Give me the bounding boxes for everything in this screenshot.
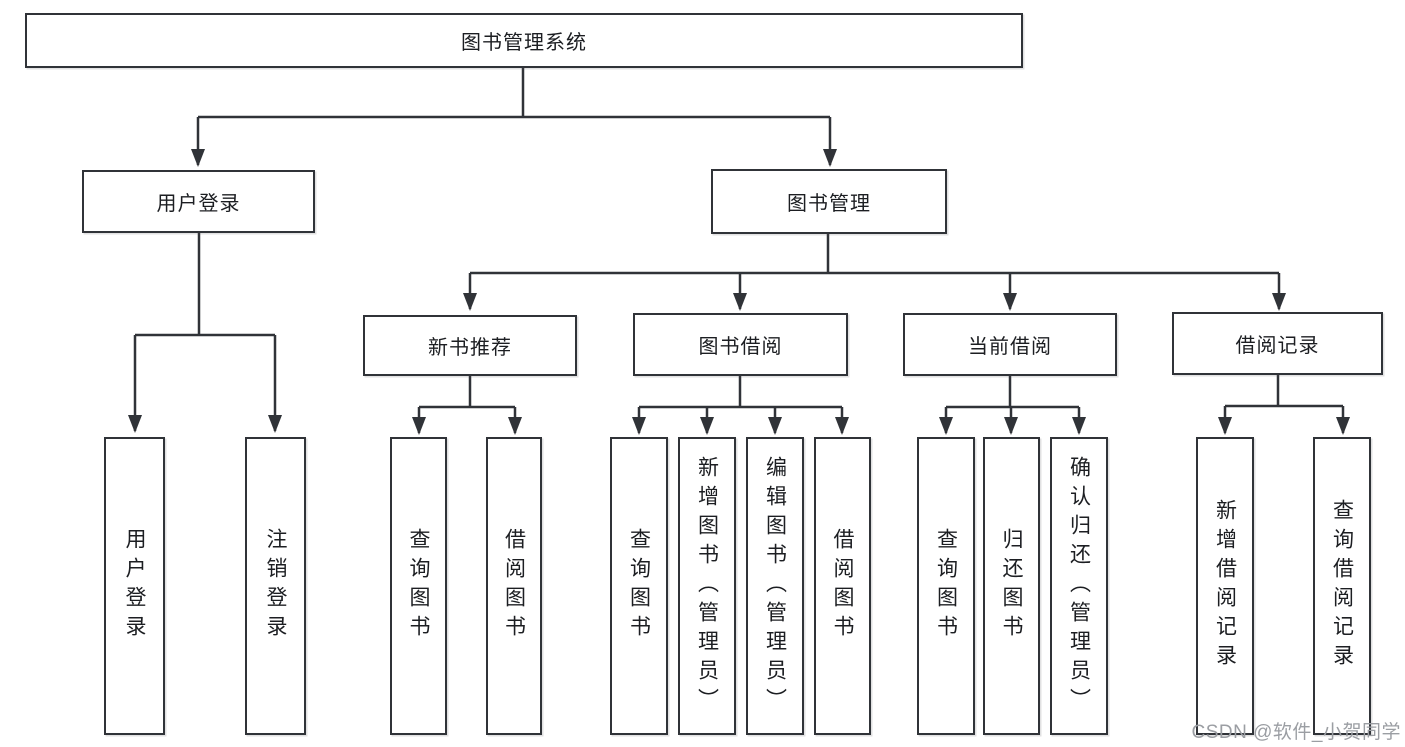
csdn-watermark: CSDN @软件_小贺同学 (1191, 722, 1401, 743)
connector-backbones (135, 66, 1343, 409)
leaf-current-confirm-return-admin: 确认归还（管理员） (1050, 437, 1108, 735)
node-label: 编辑图书（管理员） (763, 455, 787, 717)
leaf-rec-borrow-books: 借阅图书 (486, 437, 542, 735)
node-label: 当前借阅 (968, 336, 1052, 358)
leaf-records-add-record: 新增借阅记录 (1196, 437, 1254, 735)
node-root-system: 图书管理系统 (25, 13, 1023, 68)
node-label: 图书管理 (787, 193, 871, 215)
node-label: 注销登录 (264, 528, 287, 644)
leaf-borrow-edit-books-admin: 编辑图书（管理员） (746, 437, 804, 735)
leaf-rec-query-books: 查询图书 (390, 437, 447, 735)
node-label: 借阅记录 (1235, 335, 1320, 357)
node-label: 新增图书（管理员） (695, 455, 719, 717)
leaf-logout: 注销登录 (245, 437, 306, 735)
node-book-borrow: 图书借阅 (633, 313, 848, 376)
leaf-borrow-add-books-admin: 新增图书（管理员） (678, 437, 736, 735)
node-label: 归还图书 (1000, 528, 1023, 644)
leaf-user-login: 用户登录 (104, 437, 165, 735)
node-label: 新书推荐 (428, 337, 512, 359)
node-label: 确认归还（管理员） (1067, 455, 1091, 717)
node-label: 借阅图书 (502, 528, 526, 644)
node-user-login: 用户登录 (82, 170, 315, 233)
node-label: 用户登录 (123, 528, 146, 644)
leaf-current-return-books: 归还图书 (983, 437, 1040, 735)
node-label: 新增借阅记录 (1213, 499, 1237, 673)
node-label: 图书借阅 (698, 336, 783, 358)
node-label: 查询图书 (627, 528, 651, 644)
node-label: 用户登录 (156, 193, 241, 215)
node-label: 查询图书 (934, 528, 958, 644)
leaf-records-query-record: 查询借阅记录 (1313, 437, 1371, 735)
node-label: 查询图书 (407, 528, 430, 644)
node-label: 图书管理系统 (461, 32, 587, 54)
node-book-management: 图书管理 (711, 169, 947, 234)
node-label: 借阅图书 (831, 528, 854, 644)
node-label: 查询借阅记录 (1330, 499, 1354, 673)
node-new-book-recommend: 新书推荐 (363, 315, 577, 376)
node-current-borrow: 当前借阅 (903, 313, 1117, 376)
node-borrow-records: 借阅记录 (1172, 312, 1383, 375)
leaf-borrow-query-books: 查询图书 (610, 437, 668, 735)
leaf-borrow-borrow-books: 借阅图书 (814, 437, 871, 735)
leaf-current-query-books: 查询图书 (917, 437, 975, 735)
